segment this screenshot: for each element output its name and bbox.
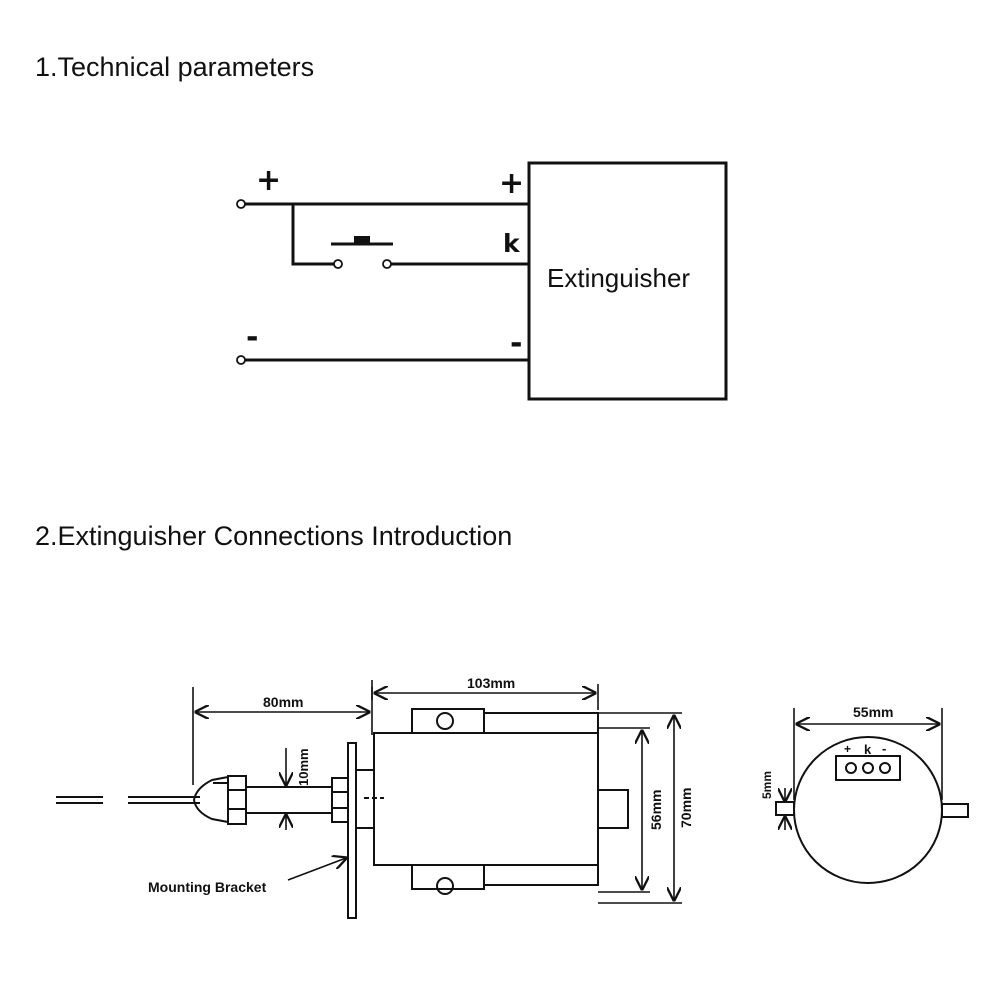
nozzle-tip <box>192 775 229 824</box>
positive-terminal <box>236 199 246 209</box>
terminal-plus-mark: + <box>844 742 851 756</box>
box-plus-label: + <box>499 166 524 201</box>
end-view-pin <box>941 803 969 818</box>
terminal-block <box>835 755 901 781</box>
section-2-title: 2.Extinguisher Connections Introduction <box>35 521 513 551</box>
terminal-plus-label: + <box>256 163 281 198</box>
mounting-bracket-label: Mounting Bracket <box>148 879 267 895</box>
bottom-clamp <box>411 864 485 890</box>
section-1-title: 1.Technical parameters <box>35 52 315 82</box>
terminal-k-mark: k <box>864 742 872 757</box>
terminal-hole-plus <box>845 762 857 774</box>
mounting-bracket-plate <box>347 742 357 919</box>
end-view-dimensions <box>785 708 943 830</box>
switch-contact-left <box>333 259 343 269</box>
end-view-left-tab <box>775 801 795 816</box>
dim-5-label: 5mm <box>760 771 774 799</box>
extinguisher-label: Extinguisher <box>547 263 690 293</box>
terminal-hole-k <box>862 762 874 774</box>
body-end-cap <box>597 789 629 829</box>
nozzle-nut <box>227 775 247 825</box>
extinguisher-box <box>527 161 728 401</box>
dim-103-label: 103mm <box>467 675 515 691</box>
mounting-bracket-leader <box>287 858 346 881</box>
dim-70-label: 70mm <box>678 788 694 828</box>
bottom-clamp-bolt <box>436 877 454 895</box>
push-button-cap <box>354 236 370 243</box>
end-view-drawing <box>775 736 969 884</box>
end-view-body <box>793 736 943 884</box>
terminal-minus-mark: - <box>882 741 886 756</box>
dim-55-label: 55mm <box>853 704 893 720</box>
terminal-minus-label: - <box>246 320 258 355</box>
side-view-drawing <box>56 708 629 919</box>
dim-56-label: 56mm <box>648 790 664 830</box>
switch-branch-wire <box>291 204 334 266</box>
dim-10-label: 10mm <box>296 748 311 786</box>
box-minus-label: - <box>510 326 522 361</box>
switch-contact-right <box>382 259 392 269</box>
dim-80-label: 80mm <box>263 694 303 710</box>
pipe-fitting <box>331 777 349 823</box>
top-clamp-bolt <box>436 712 454 730</box>
side-view-dimensions <box>192 680 682 904</box>
negative-terminal <box>236 355 246 365</box>
wiring-schematic <box>236 161 728 401</box>
extinguisher-body <box>373 732 599 866</box>
terminal-hole-minus <box>879 762 891 774</box>
box-k-label: k <box>503 229 521 258</box>
